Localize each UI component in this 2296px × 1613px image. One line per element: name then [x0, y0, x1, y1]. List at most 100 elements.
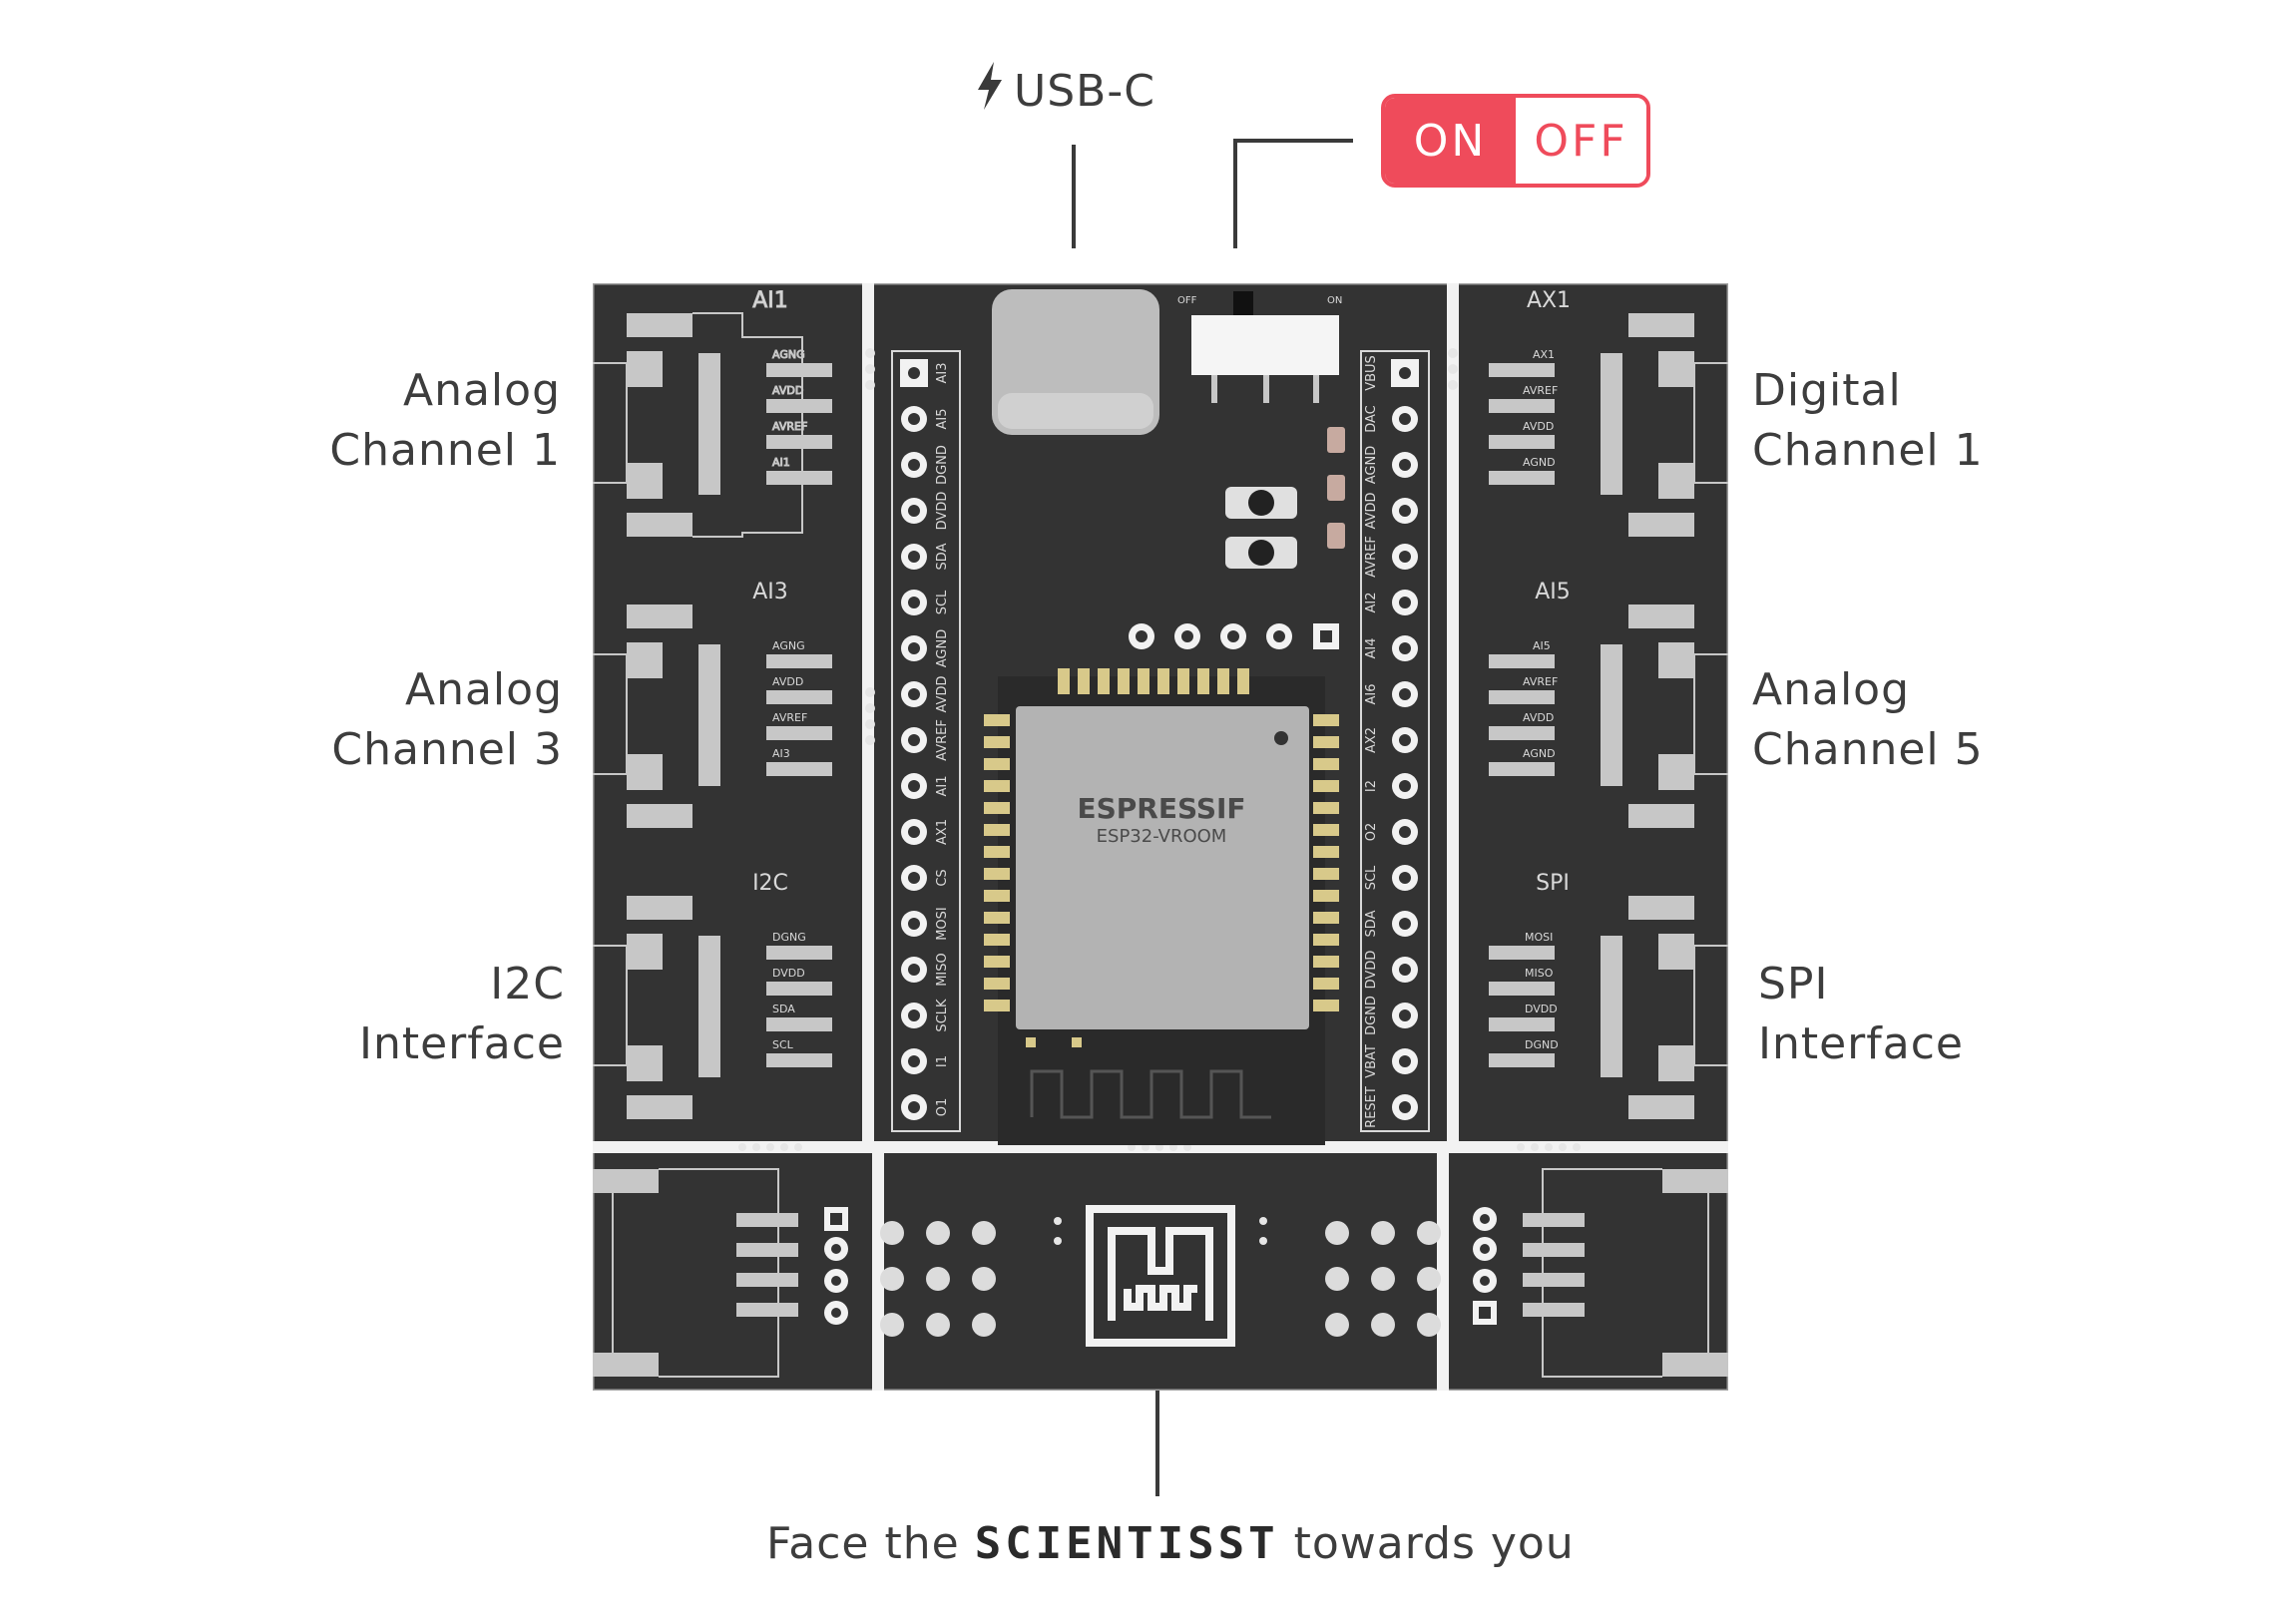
svg-text:AI3: AI3	[752, 580, 788, 605]
pcb-board: AI1 AGNG AVDD AVREF AI1 AI3 AGNG AVDD AV…	[593, 283, 1728, 1391]
module-pad	[1237, 668, 1249, 694]
slide-switch: OFF ON	[1177, 291, 1342, 403]
left-header-pin-label: MOSI	[935, 907, 950, 941]
module-pad	[1313, 780, 1339, 792]
svg-text:MISO: MISO	[1525, 967, 1554, 980]
svg-text:AI1: AI1	[772, 456, 790, 469]
right-header-pin-label: RESET	[1364, 1086, 1379, 1128]
svg-text:DGND: DGND	[1525, 1038, 1559, 1051]
right-header-pin-label: AVREF	[1364, 536, 1379, 578]
module-pad	[1217, 668, 1229, 694]
svg-text:AGND: AGND	[1523, 456, 1556, 469]
svg-text:SDA: SDA	[772, 1003, 795, 1015]
left-header-pin-label: DVDD	[935, 492, 950, 531]
module-pad	[984, 868, 1010, 880]
module-pad	[984, 824, 1010, 836]
right-header-pin-label: SDA	[1364, 910, 1379, 937]
logo-vias	[1054, 1217, 1267, 1245]
module-pad	[1313, 934, 1339, 946]
left-header-pin-label: AVREF	[935, 719, 950, 761]
module-pad	[984, 912, 1010, 924]
right-header-pin-label: AI2	[1364, 593, 1379, 613]
module-pad	[1313, 912, 1339, 924]
module-pad	[1313, 736, 1339, 748]
module-pad	[1197, 668, 1209, 694]
lightning-icon	[974, 62, 1006, 121]
svg-text:AX1: AX1	[1527, 288, 1571, 313]
toggle-on[interactable]: ON	[1385, 98, 1516, 184]
switch-leader-vertical	[1233, 139, 1237, 248]
left-header-pin-label: CS	[935, 869, 950, 886]
left-header-pins: AI3AI5DGNDDVDDSDASCLAGNDAVDDAVREFAI1AX1C…	[901, 363, 950, 1120]
connector-ax1	[1489, 313, 1728, 537]
left-header-pin-label: SCLK	[935, 999, 950, 1032]
module-pad	[984, 846, 1010, 858]
svg-text:DVDD: DVDD	[1525, 1003, 1558, 1015]
right-header-pin-label: AGND	[1364, 446, 1379, 484]
module-pad	[984, 956, 1010, 968]
svg-text:AVREF: AVREF	[772, 711, 807, 724]
left-header-pin-label: AGND	[935, 629, 950, 667]
scientisst-wordmark: SCIENTISST	[974, 1518, 1279, 1569]
left-header-pin-label: AI5	[935, 409, 950, 430]
module-pad	[1313, 890, 1339, 902]
left-header-pin-label: SCL	[935, 590, 950, 614]
left-pin-header	[891, 350, 961, 1132]
divider-bottom-right	[1437, 1153, 1449, 1391]
module-pad	[1313, 824, 1339, 836]
svg-text:AI5: AI5	[1535, 580, 1571, 605]
divider-right	[1447, 283, 1459, 1141]
left-header-pin-label: AVDD	[935, 676, 950, 713]
svg-text:ESP32-VROOM: ESP32-VROOM	[1097, 826, 1227, 847]
module-pad	[984, 780, 1010, 792]
svg-text:AVDD: AVDD	[772, 675, 803, 688]
smd-components	[1327, 427, 1345, 549]
esp32-module: ESPRESSIF ESP32-VROOM	[984, 668, 1339, 1145]
svg-text:AVDD: AVDD	[1523, 420, 1554, 433]
module-pad	[984, 714, 1010, 726]
module-pad	[1313, 846, 1339, 858]
usb-c-label: USB-C	[974, 62, 1155, 121]
module-pad	[984, 934, 1010, 946]
svg-text:OFF: OFF	[1177, 295, 1197, 306]
module-pad	[1177, 668, 1189, 694]
right-header-pin-label: DGND	[1364, 996, 1379, 1035]
svg-text:AVDD: AVDD	[772, 384, 803, 397]
left-header-pin-label: DGND	[935, 445, 950, 485]
right-header-pin-label: AX2	[1364, 727, 1379, 753]
svg-text:I2C: I2C	[752, 871, 788, 896]
module-pad	[1313, 956, 1339, 968]
connector-ai3: AI3 AGNG AVDD AVREF AI3	[593, 580, 832, 828]
svg-text:AI3: AI3	[772, 747, 790, 760]
module-pad	[1313, 978, 1339, 990]
usb-leader-line	[1072, 145, 1076, 248]
svg-text:AI5: AI5	[1533, 639, 1551, 652]
module-pad	[984, 890, 1010, 902]
module-pad	[984, 802, 1010, 814]
right-header-pin-label: AI6	[1364, 684, 1379, 705]
right-header-pins: VBUSDACAGNDAVDDAVREFAI2AI4AI6AX2I2O2SCLS…	[1364, 355, 1418, 1128]
right-header-pin-label: O2	[1364, 823, 1379, 842]
left-header-pin-label: AX1	[935, 819, 950, 845]
power-toggle[interactable]: ON OFF	[1381, 94, 1650, 188]
svg-text:AI1: AI1	[752, 288, 788, 313]
left-header-pin-label: I1	[935, 1055, 950, 1067]
right-header-pin-label: AI4	[1364, 638, 1379, 659]
toggle-off[interactable]: OFF	[1516, 98, 1646, 184]
module-pad	[1118, 668, 1130, 694]
svg-text:MOSI: MOSI	[1525, 931, 1553, 944]
left-header-pin-label: AI1	[935, 776, 950, 797]
bottom-left-module	[593, 1168, 996, 1378]
module-pad	[1098, 668, 1110, 694]
svg-text:AX1: AX1	[1533, 348, 1555, 361]
connector-ai1: AI1 AGNG AVDD AVREF AI1	[593, 288, 832, 538]
module-pad	[1138, 668, 1149, 694]
right-header-pin-label: DAC	[1364, 405, 1379, 433]
module-pad	[1313, 758, 1339, 770]
module-pad	[1313, 802, 1339, 814]
caption-leader-line	[1155, 1375, 1159, 1496]
